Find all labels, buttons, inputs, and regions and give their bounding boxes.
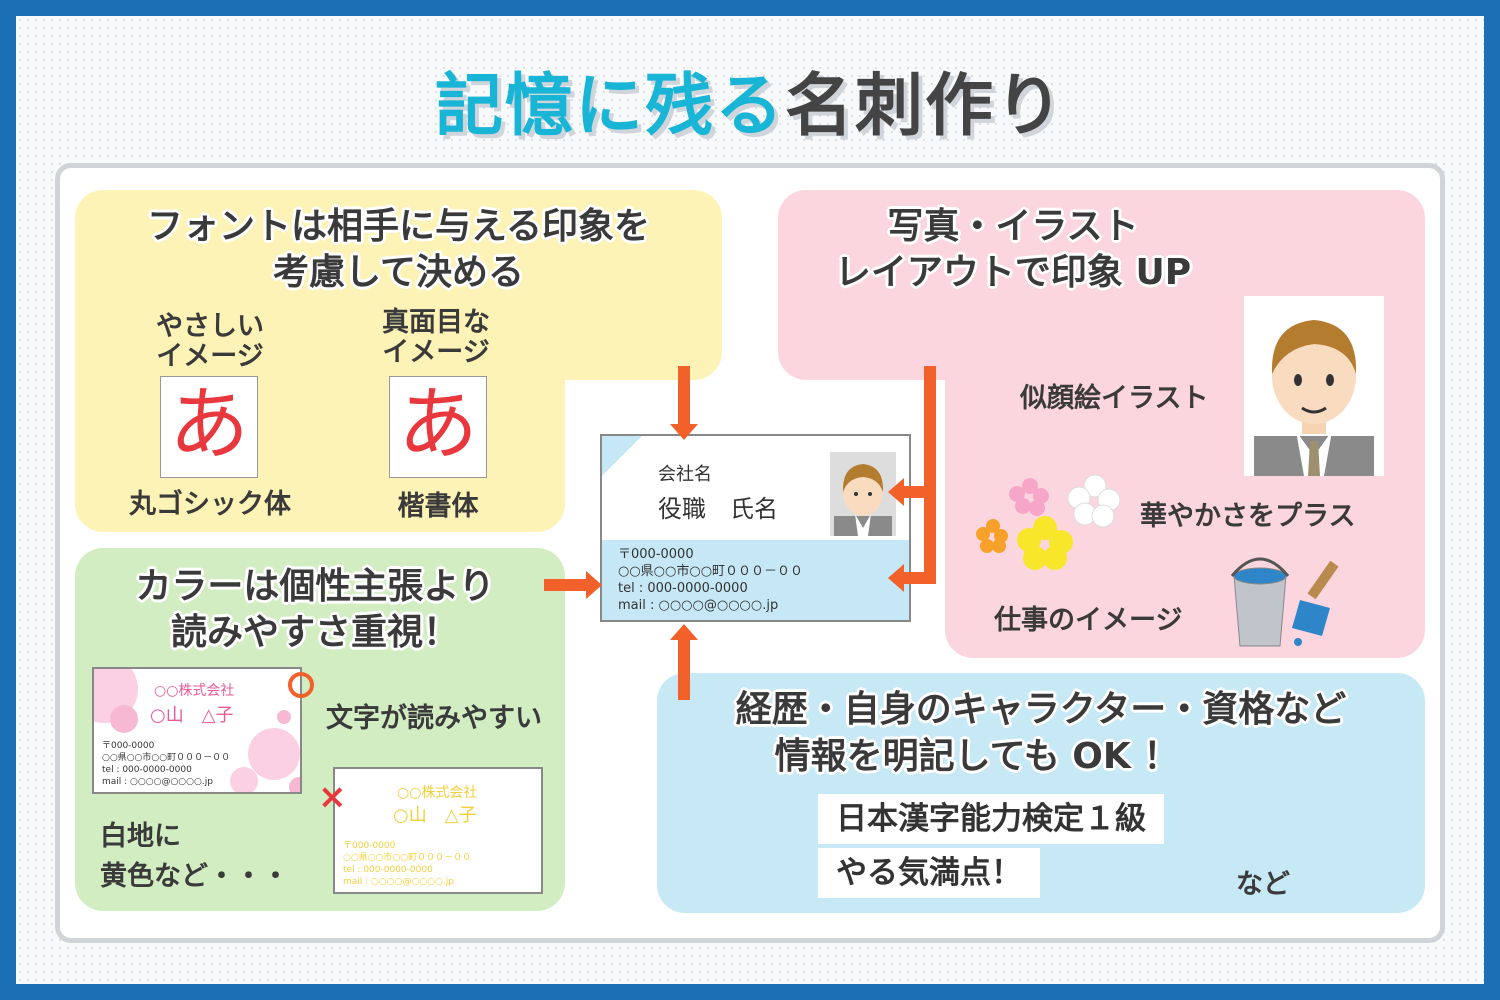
photo-heading-2: レイアウトで印象 UP xyxy=(834,252,1192,293)
gentle-caption-1: やさしい xyxy=(156,311,264,342)
page-title: 記憶に残る名刺作り xyxy=(0,50,1500,149)
flower-label: 華やかさをプラス xyxy=(1140,501,1356,532)
font-heading-2: 考慮して決める xyxy=(273,252,524,293)
arrow-color-head xyxy=(586,571,602,599)
cross-mark-icon: × xyxy=(318,777,347,817)
good-postal: 〒000-0000 xyxy=(102,741,155,751)
kaisho-glyph: あ xyxy=(389,376,487,478)
arrow-photo-branch-1 xyxy=(904,486,936,498)
bad-tel: tel : 000-0000-0000 xyxy=(343,865,433,875)
good-name: ○山 △子 xyxy=(150,705,234,726)
color-heading-2: 読みやすさ重視！ xyxy=(170,612,459,653)
gentle-caption-2: イメージ xyxy=(156,341,264,372)
bad-label-2: 黄色など・・・ xyxy=(100,861,289,892)
good-company: ○○株式会社 xyxy=(154,683,235,699)
card-tel: tel : 000-0000-0000 xyxy=(618,581,748,596)
card-corner-decoration xyxy=(602,436,642,476)
good-address: ○○県○○市○○町０００－００ xyxy=(102,753,231,763)
info-heading-1: 経歴・自身のキャラクター・資格など xyxy=(735,689,1347,730)
bad-label-1: 白地に xyxy=(100,821,181,852)
bad-mail: mail : ○○○○@○○○○.jp xyxy=(343,877,454,887)
title-accent: 記憶に残る xyxy=(434,67,785,146)
motivation-chip: やる気満点！ xyxy=(818,848,1040,898)
good-sample-card: ○○株式会社 ○山 △子 〒000-0000 ○○県○○市○○町０００－００ t… xyxy=(92,667,302,794)
good-tel: tel : 000-0000-0000 xyxy=(102,765,192,775)
bad-address: ○○県○○市○○町０００－００ xyxy=(343,853,472,863)
flowers-icon xyxy=(976,474,1121,570)
paint-bucket-icon xyxy=(1230,557,1339,647)
qualification-chip: 日本漢字能力検定１級 xyxy=(818,794,1164,844)
kaisho-label: 楷書体 xyxy=(397,491,479,522)
info-heading-2: 情報を明記しても OK ！ xyxy=(774,736,1180,777)
arrow-font-head xyxy=(670,424,698,440)
round-gothic-glyph: あ xyxy=(160,376,258,478)
arrow-info-head xyxy=(670,624,698,640)
card-company: 会社名 xyxy=(658,464,712,485)
card-postal: 〒000-0000 xyxy=(618,547,694,562)
bad-name: ○山 △子 xyxy=(393,805,477,826)
arrow-color-shaft xyxy=(544,579,588,591)
good-mail: mail : ○○○○@○○○○.jp xyxy=(102,777,213,787)
center-business-card: 会社名 役職 氏名 〒000-0000 ○○県○○市○○町０００－００ tel … xyxy=(600,434,911,622)
serious-caption-2: イメージ xyxy=(382,337,490,368)
bad-postal: 〒000-0000 xyxy=(343,841,396,851)
businessman-portrait-icon xyxy=(1254,320,1374,476)
card-title-name: 役職 氏名 xyxy=(658,495,778,523)
round-gothic-label: 丸ゴシック体 xyxy=(129,489,291,520)
bad-sample-card: ○○株式会社 ○山 △子 〒000-0000 ○○県○○市○○町０００－００ t… xyxy=(333,767,543,894)
info-panel xyxy=(657,673,1425,913)
arrow-font-shaft xyxy=(678,366,690,428)
color-heading-1: カラーは個性主張より xyxy=(135,566,495,607)
arrow-photo-head-2 xyxy=(888,564,904,592)
arrow-photo-shaft xyxy=(924,366,936,584)
serious-caption-1: 真面目な xyxy=(382,307,490,338)
font-heading-1: フォントは相手に与える印象を xyxy=(147,206,650,247)
arrow-photo-head-1 xyxy=(888,478,904,506)
card-info-band xyxy=(602,540,909,620)
etc-label: など xyxy=(1236,869,1290,900)
arrow-photo-branch-2 xyxy=(904,572,936,584)
pink-dots-decoration xyxy=(94,669,300,792)
portrait-label: 似顔絵イラスト xyxy=(1020,383,1209,414)
arrow-info-shaft xyxy=(678,638,690,700)
card-photo xyxy=(830,452,896,536)
good-label: 文字が読みやすい xyxy=(326,703,542,734)
card-portrait-icon xyxy=(834,464,892,536)
title-rest: 名刺作り xyxy=(785,67,1066,146)
card-mail: mail : ○○○○@○○○○.jp xyxy=(618,598,779,613)
card-address: ○○県○○市○○町０００－００ xyxy=(618,564,804,579)
bad-company: ○○株式会社 xyxy=(397,785,478,801)
work-label: 仕事のイメージ xyxy=(994,605,1183,636)
photo-heading-1: 写真・イラスト xyxy=(887,206,1139,247)
portrait-frame xyxy=(1244,296,1384,476)
circle-mark-icon xyxy=(288,672,314,698)
